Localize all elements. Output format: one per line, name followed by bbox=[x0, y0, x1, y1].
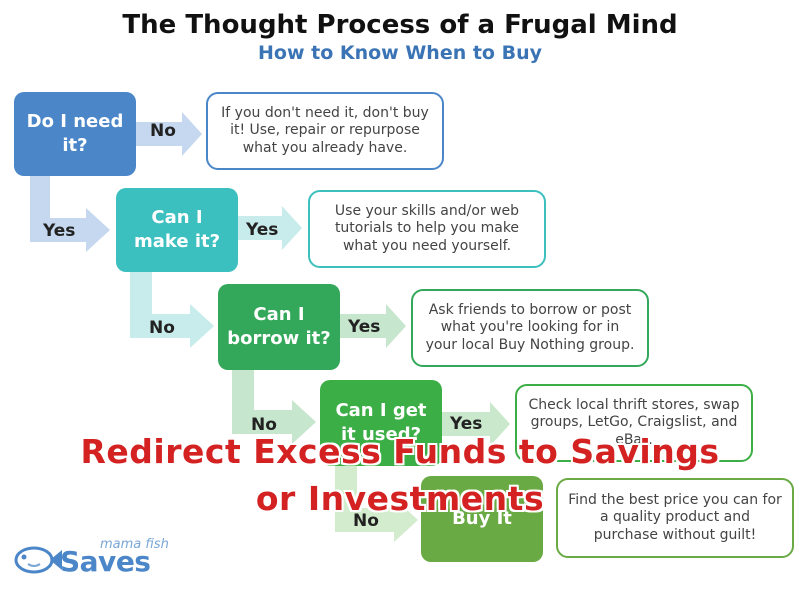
arrow-no-1 bbox=[136, 112, 202, 156]
diagram-subtitle: How to Know When to Buy bbox=[258, 42, 542, 64]
outcome-dont-buy: If you don't need it, don't buy it! Use,… bbox=[206, 92, 444, 170]
question-used: Can I get it used? bbox=[320, 380, 442, 466]
question-borrow-text: Can I borrow it? bbox=[227, 303, 331, 349]
logo-wordmark: Saves bbox=[60, 545, 151, 578]
label-no-3: No bbox=[251, 415, 277, 435]
question-make: Can I make it? bbox=[116, 188, 238, 272]
outcome-buy-text: Find the best price you can for a qualit… bbox=[568, 491, 782, 543]
question-need-text: Do I need it? bbox=[26, 110, 124, 156]
question-borrow: Can I borrow it? bbox=[218, 284, 340, 370]
outcome-borrow-text: Ask friends to borrow or post what you'r… bbox=[425, 301, 635, 353]
outcome-make-text: Use your skills and/or web tutorials to … bbox=[334, 202, 520, 254]
outcome-used-text: Check local thrift stores, swap groups, … bbox=[528, 396, 740, 448]
question-need: Do I need it? bbox=[14, 92, 136, 176]
overlay-caption-line2: or Investments bbox=[255, 479, 545, 518]
fish-logo-icon bbox=[14, 546, 62, 574]
outcome-borrow: Ask friends to borrow or post what you'r… bbox=[411, 289, 649, 367]
logo-tagline: mama fish bbox=[100, 537, 169, 552]
label-no-2: No bbox=[149, 318, 175, 338]
label-yes-3: Yes bbox=[348, 317, 381, 337]
outcome-dont-buy-text: If you don't need it, don't buy it! Use,… bbox=[221, 104, 429, 156]
diagram-title: The Thought Process of a Frugal Mind bbox=[122, 10, 678, 40]
question-buy: Buy It bbox=[421, 476, 543, 562]
label-no-1: No bbox=[150, 121, 176, 141]
arrow-yes-1 bbox=[30, 176, 110, 252]
label-no-4: No bbox=[353, 511, 379, 531]
arrow-no-2 bbox=[130, 272, 214, 348]
arrow-yes-3 bbox=[340, 304, 406, 348]
outcome-make: Use your skills and/or web tutorials to … bbox=[308, 190, 546, 268]
label-yes-1: Yes bbox=[43, 221, 76, 241]
label-yes-2: Yes bbox=[246, 220, 279, 240]
overlay-caption-line1: Redirect Excess Funds to Savings bbox=[80, 432, 720, 471]
arrow-no-3 bbox=[232, 370, 316, 444]
arrow-no-4 bbox=[335, 466, 418, 542]
question-buy-text: Buy It bbox=[452, 507, 512, 529]
arrow-yes-2 bbox=[238, 206, 302, 250]
arrow-yes-4 bbox=[442, 402, 510, 446]
outcome-used: Check local thrift stores, swap groups, … bbox=[515, 384, 753, 462]
label-yes-4: Yes bbox=[450, 414, 483, 434]
question-used-text: Can I get it used? bbox=[335, 399, 427, 445]
outcome-buy: Find the best price you can for a qualit… bbox=[556, 478, 794, 558]
question-make-text: Can I make it? bbox=[133, 206, 221, 252]
